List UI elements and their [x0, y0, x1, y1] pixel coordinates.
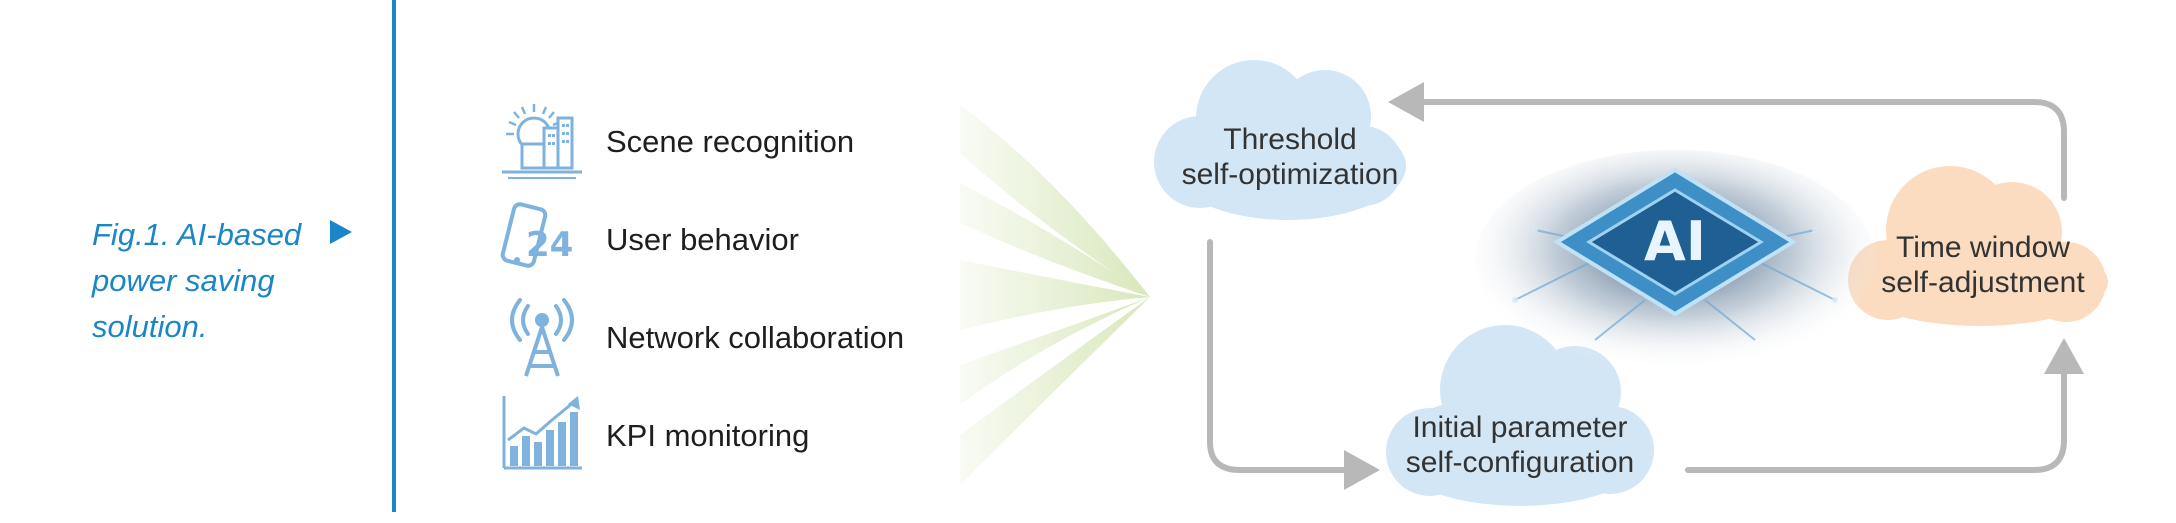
caption-line-1: Fig.1. AI-based: [92, 217, 302, 252]
feature-label-network-collaboration: Network collaboration: [606, 320, 905, 355]
feature-network-collaboration: Network collaboration: [500, 294, 940, 384]
cloud-label-time-window: Time window self-adjustment: [1848, 230, 2118, 300]
threshold-line-1: Threshold: [1223, 123, 1357, 156]
feature-kpi-monitoring: KPI monitoring: [500, 392, 940, 482]
up-arrow-line: [1685, 367, 2067, 473]
vertical-divider: [392, 0, 396, 512]
time-window-line-1: Time window: [1896, 231, 2070, 264]
city-sun-icon: [502, 104, 582, 179]
down-arrow-line: [1207, 239, 1348, 473]
feature-label-user-behavior: User behavior: [606, 222, 799, 257]
cloud-label-initial-parameter: Initial parameter self-configuration: [1370, 410, 1670, 480]
caption-line-3: solution.: [92, 309, 208, 344]
cloud-time-window: [1848, 166, 2108, 326]
initial-line-2: self-configuration: [1405, 446, 1635, 479]
phone-24-icon: 24: [500, 202, 573, 268]
figure-caption: Fig.1. AI-based power saving solution.: [92, 212, 362, 350]
time-window-line-2: self-adjustment: [1881, 266, 2085, 299]
arrow-head-up-icon: [2044, 338, 2084, 374]
arrow-head-right-icon: [1344, 450, 1380, 490]
antenna-tower-icon: [510, 298, 574, 377]
feature-label-scene-recognition: Scene recognition: [606, 124, 855, 159]
ai-chip-text: AI: [1644, 210, 1706, 273]
caption-line-2: power saving: [92, 263, 275, 298]
caption-pointer-icon: [330, 220, 352, 244]
feature-user-behavior: 24 User behavior: [500, 196, 940, 286]
feature-scene-recognition: Scene recognition: [500, 98, 940, 188]
feature-label-kpi-monitoring: KPI monitoring: [606, 418, 810, 453]
svg-text:24: 24: [526, 225, 573, 265]
threshold-line-2: self-optimization: [1181, 158, 1399, 191]
cloud-threshold: [1154, 60, 1406, 220]
return-arrow-line: [1417, 99, 2067, 201]
kpi-chart-icon: [502, 396, 582, 470]
ai-chip-graphic: AI: [1475, 150, 1875, 370]
cloud-initial-parameter: [1386, 325, 1654, 506]
initial-line-1: Initial parameter: [1412, 411, 1628, 444]
cloud-label-threshold: Threshold self-optimization: [1150, 122, 1430, 192]
converging-fan-arrow: [960, 105, 1150, 485]
arrow-head-left-icon: [1388, 82, 1424, 122]
